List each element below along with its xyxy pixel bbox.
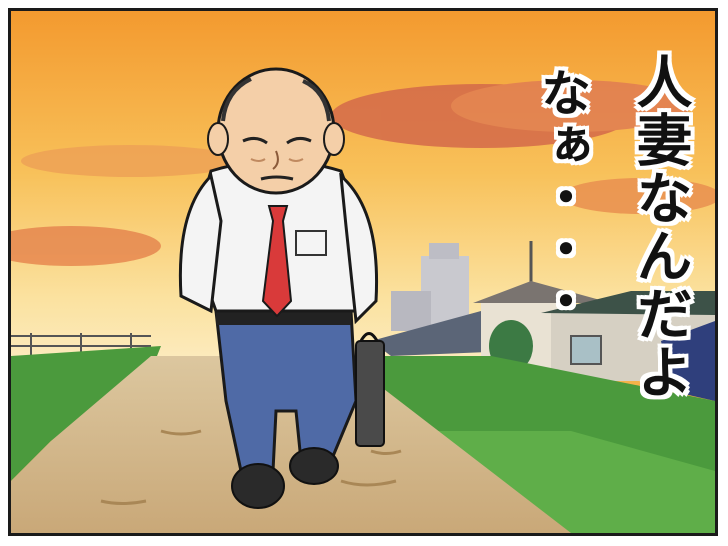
road-marks — [100, 429, 402, 505]
dirt-road — [11, 356, 571, 533]
caption-sub: なぁ・・・ — [533, 67, 591, 327]
walking-man — [178, 67, 385, 509]
comic-panel: 人妻なんだよ なぁ・・・ — [8, 8, 718, 536]
comic-scene — [11, 11, 715, 533]
caption-main: 人妻なんだよ — [627, 53, 692, 401]
distant-buildings — [391, 241, 533, 351]
sunset-clouds — [11, 80, 715, 266]
right-grass-front — [431, 431, 715, 533]
